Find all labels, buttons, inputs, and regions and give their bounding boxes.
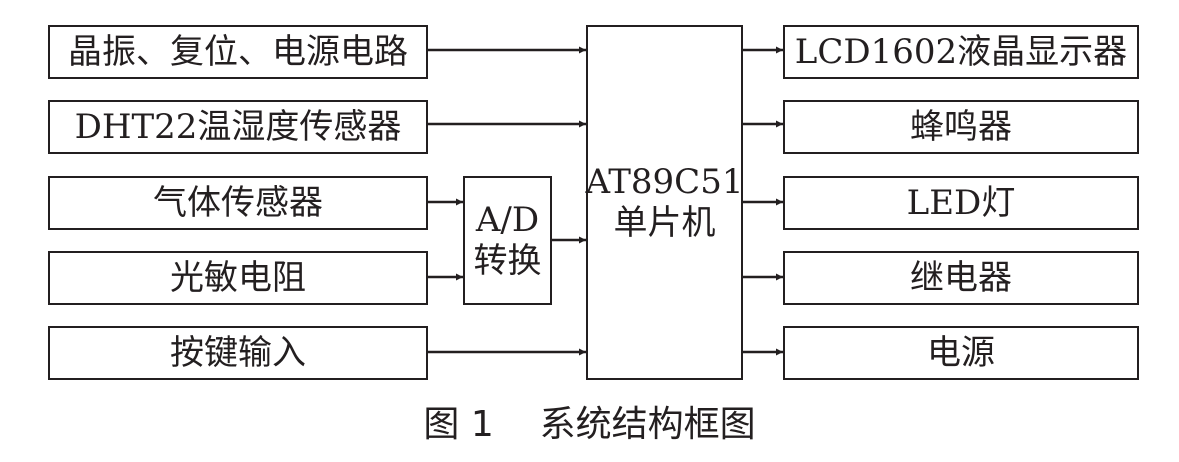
input-label-keys: 按键输入 <box>170 332 306 373</box>
input-box-photoresistor: 光敏电阻 <box>48 251 428 305</box>
adc-box: A/D 转换 <box>463 176 552 305</box>
output-box-lcd1602: LCD1602液晶显示器 <box>783 25 1139 79</box>
output-label-power: 电源 <box>927 332 995 373</box>
input-label-gas-sensor: 气体传感器 <box>153 182 323 223</box>
input-box-dht22: DHT22温湿度传感器 <box>48 100 428 154</box>
mcu-box: AT89C51 单片机 <box>586 25 743 380</box>
input-box-keys: 按键输入 <box>48 326 428 380</box>
figure-title: 系统结构框图 <box>539 404 756 445</box>
input-label-clock-reset-power: 晶振、复位、电源电路 <box>68 31 408 72</box>
input-box-gas-sensor: 气体传感器 <box>48 176 428 230</box>
adc-label-line2: 转换 <box>473 240 542 281</box>
adc-label-line1: A/D <box>475 199 540 240</box>
input-label-photoresistor: 光敏电阻 <box>170 257 306 298</box>
mcu-label-line1: AT89C51 <box>585 161 744 202</box>
output-box-led: LED灯 <box>783 176 1139 230</box>
output-label-lcd1602: LCD1602液晶显示器 <box>794 31 1128 72</box>
output-box-buzzer: 蜂鸣器 <box>783 100 1139 154</box>
figure-number: 图 1 <box>423 404 494 445</box>
output-label-buzzer: 蜂鸣器 <box>910 106 1012 147</box>
mcu-label-line2: 单片机 <box>613 202 716 243</box>
output-label-relay: 继电器 <box>910 257 1012 298</box>
output-box-relay: 继电器 <box>783 251 1139 305</box>
input-box-clock-reset-power: 晶振、复位、电源电路 <box>48 25 428 79</box>
input-label-dht22: DHT22温湿度传感器 <box>74 106 402 147</box>
figure-caption: 图 1 系统结构框图 <box>0 400 1179 450</box>
output-box-power: 电源 <box>783 326 1139 380</box>
output-label-led: LED灯 <box>906 182 1016 223</box>
